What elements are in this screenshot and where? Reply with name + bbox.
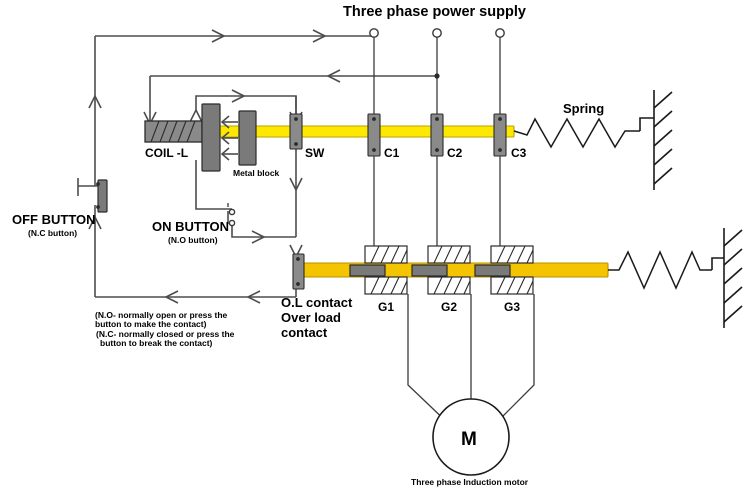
current-direction-arrows [88, 29, 341, 304]
upper-spring [513, 117, 654, 149]
metal-block-label: Metal block [233, 168, 280, 178]
ol-contact-label-3: contact [281, 325, 328, 340]
ol-contact-label-1: O.L contact [281, 295, 353, 310]
lower-wall [723, 228, 743, 328]
c1-label: C1 [384, 146, 400, 160]
armature-plate [201, 103, 221, 172]
gear-g3 [490, 156, 534, 295]
coil-l-solenoid [144, 120, 203, 143]
gear-g2 [427, 156, 471, 295]
g3-label: G3 [504, 300, 520, 314]
rod-conductor-segments [349, 264, 511, 277]
three-phase-supply [369, 28, 505, 127]
contact-sw [289, 113, 303, 150]
c2-label: C2 [447, 146, 463, 160]
motor-leads [407, 294, 535, 427]
upper-contacts [289, 113, 507, 157]
phase-terminal-3 [495, 28, 505, 38]
g1-label: G1 [378, 300, 394, 314]
off-button-label: OFF BUTTON [12, 212, 96, 227]
upper-wall [653, 90, 673, 190]
off-button-sublabel: (N.C button) [28, 228, 77, 238]
motor-symbol-label: M [461, 429, 477, 450]
off-button[interactable] [77, 178, 108, 213]
phase-terminal-2 [432, 28, 442, 38]
note-line-3: (N.C- normally closed or press the [96, 329, 235, 339]
on-button-sublabel: (N.O button) [168, 235, 218, 245]
on-button-label: ON BUTTON [152, 219, 229, 234]
page-title: Three phase power supply [343, 4, 526, 20]
power-rod [299, 262, 609, 278]
ol-contact-label-2: Over load [281, 310, 341, 325]
note-line-1: (N.O- normally open or press the [95, 310, 228, 320]
metal-block [238, 110, 257, 166]
c3-label: C3 [511, 146, 527, 160]
motor-symbol-circle [432, 398, 510, 476]
motor-caption: Three phase Induction motor [411, 477, 529, 487]
force-arrows [220, 115, 238, 161]
lower-spring [608, 250, 724, 290]
note-line-4: button to break the contact) [100, 338, 213, 348]
g2-label: G2 [441, 300, 457, 314]
sw-label: SW [305, 146, 325, 160]
coil-label: COIL -L [145, 146, 188, 160]
spring-label-upper: Spring [563, 101, 604, 116]
gear-g1 [364, 156, 408, 295]
note-line-2: button to make the contact) [95, 319, 207, 329]
ol-contact [292, 253, 305, 290]
on-button[interactable] [227, 203, 236, 227]
phase-terminal-1 [369, 28, 379, 38]
